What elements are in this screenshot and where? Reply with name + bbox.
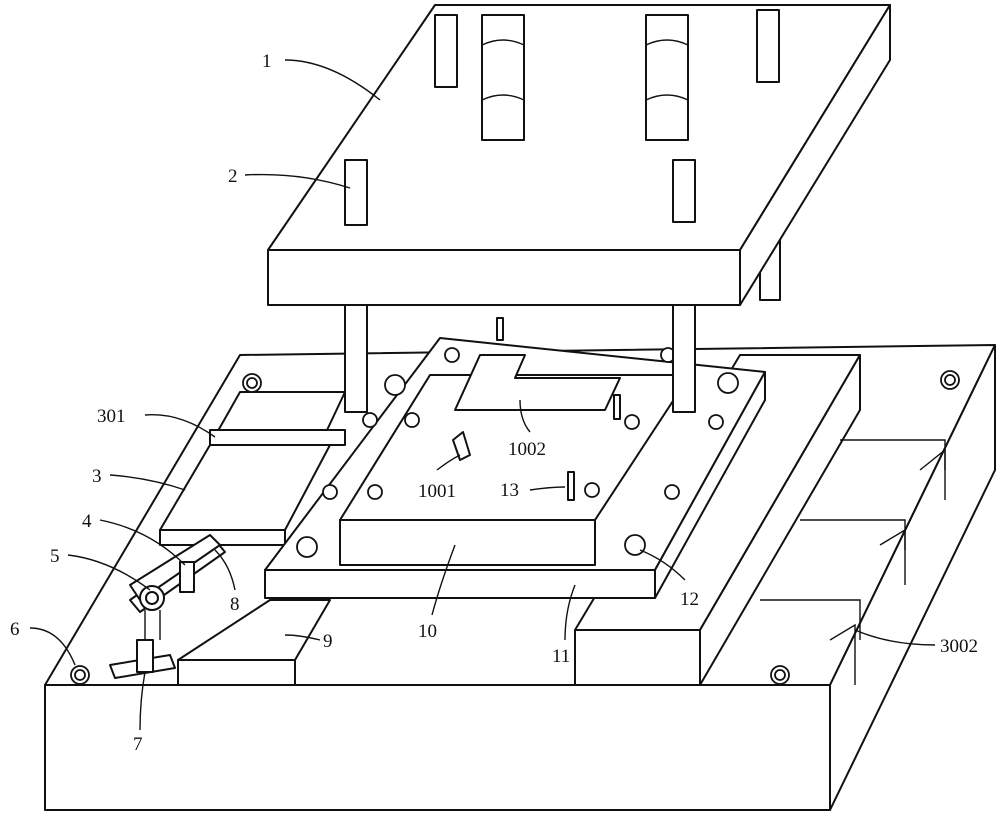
label-4: 4 (82, 511, 92, 532)
label-6: 6 (10, 619, 20, 640)
label-12: 12 (680, 589, 699, 610)
label-13: 13 (500, 480, 519, 501)
label-5: 5 (50, 546, 60, 567)
label-1001: 1001 (418, 481, 456, 502)
label-1: 1 (262, 51, 272, 72)
label-11: 11 (552, 646, 570, 667)
top-plate-1 (268, 5, 890, 305)
label-2: 2 (228, 166, 238, 187)
label-10: 10 (418, 621, 437, 642)
label-301: 301 (97, 406, 126, 427)
label-1002: 1002 (508, 439, 546, 460)
label-3: 3 (92, 466, 102, 487)
label-7: 7 (133, 734, 143, 755)
label-9: 9 (323, 631, 333, 652)
label-8: 8 (230, 594, 240, 615)
label-3002: 3002 (940, 636, 978, 657)
